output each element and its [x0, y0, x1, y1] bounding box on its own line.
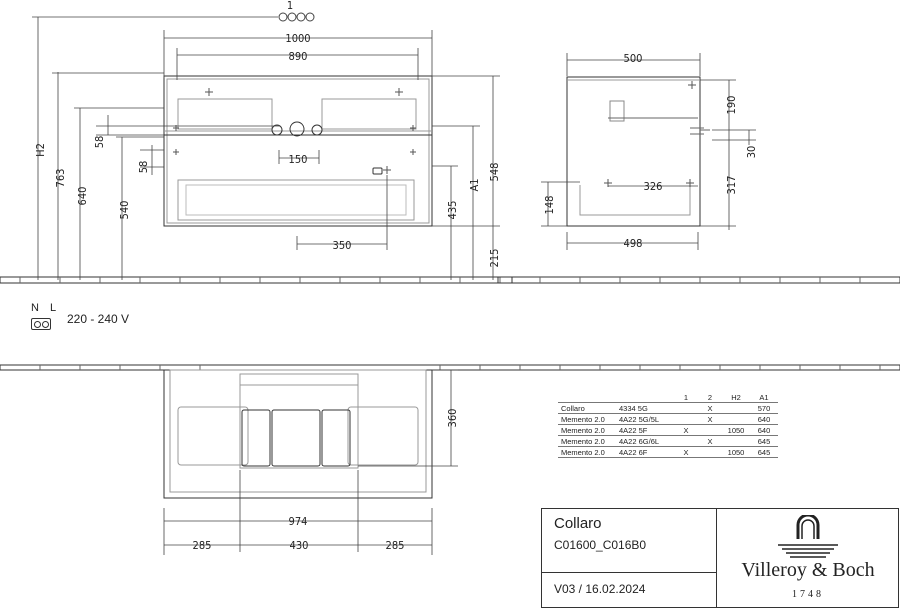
dim-h2: H2	[34, 143, 47, 157]
plug-icon	[31, 318, 51, 330]
table-row: Memento 2.0 4A22 6G/6L X 645	[558, 435, 778, 447]
dim-763: 763	[54, 169, 67, 188]
dim-30: 30	[745, 146, 758, 159]
dim-640: 640	[76, 187, 89, 206]
table-cell: 1050	[722, 424, 750, 436]
dim-width-total: 1000	[285, 32, 310, 45]
front-view-cabinet	[163, 75, 433, 227]
table-header-cell: H2	[722, 392, 750, 403]
table-cell	[722, 402, 750, 414]
wall-line-front	[0, 276, 513, 284]
dim-a1: A1	[468, 178, 481, 191]
table-row: Memento 2.0 4A22 5G/5L X 640	[558, 413, 778, 425]
dim-974: 974	[289, 515, 308, 528]
dim-498: 498	[624, 237, 643, 250]
nl-label: N L	[31, 302, 61, 314]
table-cell	[674, 413, 698, 425]
callout-label: 1	[287, 0, 293, 12]
table-cell: X	[674, 424, 698, 436]
table-cell: 570	[750, 402, 778, 414]
dim-58a: 58	[93, 136, 106, 149]
brand-year: 1748	[792, 589, 824, 600]
table-cell	[698, 424, 722, 436]
wall-line-top	[0, 364, 900, 371]
dim-190: 190	[725, 96, 738, 115]
title-block-info: Collaro C01600_C016B0 V03 / 16.02.2024	[542, 509, 717, 607]
side-view-cabinet	[566, 76, 710, 227]
dim-326: 326	[644, 180, 663, 193]
table-cell: Memento 2.0	[558, 435, 616, 447]
table-header-cell: A1	[750, 392, 778, 403]
dim-360: 360	[446, 409, 459, 428]
dim-285a: 285	[193, 539, 212, 552]
table-cell: Memento 2.0	[558, 424, 616, 436]
table-cell: 1050	[722, 446, 750, 458]
dim-435: 435	[446, 201, 459, 220]
dim-215: 215	[488, 249, 501, 268]
table-cell: X	[698, 435, 722, 447]
version-label: V03 / 16.02.2024	[554, 582, 646, 596]
dim-430: 430	[290, 539, 309, 552]
top-dimension-lines	[163, 369, 458, 555]
dim-width-inner: 890	[289, 50, 308, 63]
table-cell: 4A22 5G/5L	[616, 413, 674, 425]
dim-500: 500	[624, 52, 643, 65]
table-row: Memento 2.0 4A22 5F X 1050 640	[558, 424, 778, 436]
table-header-row: 1 2 H2 A1	[558, 392, 778, 403]
brand-name: Villeroy & Boch	[741, 559, 875, 581]
dim-148: 148	[543, 196, 556, 215]
table-cell	[722, 413, 750, 425]
product-code: C01600_C016B0	[554, 538, 647, 552]
dim-317: 317	[725, 176, 738, 195]
wall-line-side	[497, 276, 900, 284]
table-header-cell	[558, 392, 616, 403]
table-cell	[698, 446, 722, 458]
table-cell: X	[698, 402, 722, 414]
table-cell: Collaro	[558, 402, 616, 414]
table-cell	[674, 435, 698, 447]
product-name: Collaro	[554, 515, 602, 532]
table-cell: 4A22 6G/6L	[616, 435, 674, 447]
table-header-cell	[616, 392, 674, 403]
table-header-cell: 2	[698, 392, 722, 403]
table-cell: 4A22 6F	[616, 446, 674, 458]
table-cell: 645	[750, 446, 778, 458]
front-dimension-lines	[32, 16, 500, 280]
table-cell: X	[698, 413, 722, 425]
table-cell	[674, 402, 698, 414]
dim-150: 150	[289, 153, 308, 166]
top-view-cabinet	[163, 369, 433, 499]
table-row: Memento 2.0 4A22 6F X 1050 645	[558, 446, 778, 458]
table-cell: 645	[750, 435, 778, 447]
table-cell	[722, 435, 750, 447]
table-cell: 4334 5G	[616, 402, 674, 414]
title-block-divider	[542, 572, 716, 573]
table-cell: Memento 2.0	[558, 413, 616, 425]
dimension-labels: 1 1000 890 H2 763 640 540 58 58 150 350 …	[34, 0, 758, 552]
dim-540: 540	[118, 201, 131, 220]
title-block: Collaro C01600_C016B0 V03 / 16.02.2024 V…	[541, 508, 899, 608]
table-cell: 640	[750, 424, 778, 436]
dim-350: 350	[333, 239, 352, 252]
table-cell: 640	[750, 413, 778, 425]
table-cell: 4A22 5F	[616, 424, 674, 436]
table-cell: X	[674, 446, 698, 458]
dim-58b: 58	[137, 161, 150, 174]
table-cell: Memento 2.0	[558, 446, 616, 458]
dim-548: 548	[488, 163, 501, 182]
dim-285b: 285	[386, 539, 405, 552]
table-row: Collaro 4334 5G X 570	[558, 402, 778, 414]
voltage-label: 220 - 240 V	[67, 312, 130, 326]
table-header-cell: 1	[674, 392, 698, 403]
brand-logo-icon	[778, 515, 838, 558]
callout-symbol	[278, 12, 315, 22]
side-dimension-lines	[541, 53, 756, 250]
variants-table: 1 2 H2 A1 Collaro 4334 5G X 570 Memento …	[558, 392, 778, 458]
